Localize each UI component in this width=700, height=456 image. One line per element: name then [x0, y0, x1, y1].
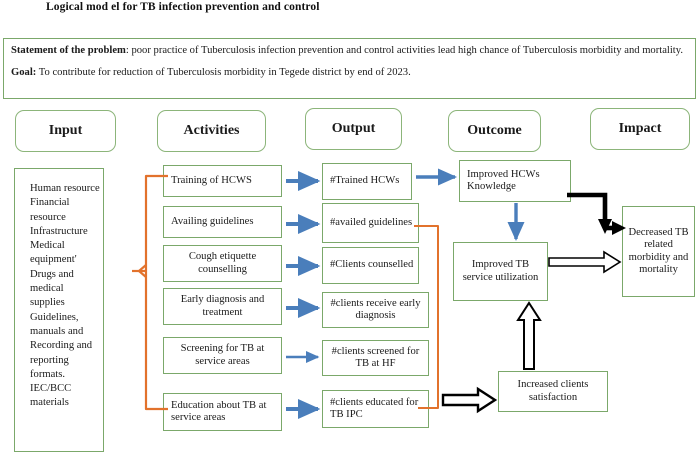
header-activities: Activities	[157, 110, 266, 152]
hollow-arrow-satisfaction-to-utilization	[516, 301, 542, 370]
statement-label: Statement of the problem	[11, 45, 126, 56]
impact-box-decreased-morbidity: Decreased TB related morbidity and morta…	[622, 206, 695, 297]
output-box-educated-ipc: #clients educated for TB IPC	[322, 390, 429, 428]
output-box-screened: #clients screened for TB at HF	[322, 340, 429, 376]
activity-box-screening: Screening for TB at service areas	[163, 337, 282, 374]
activity-box-early-dx: Early diagnosis and treatment	[163, 288, 282, 325]
header-output: Output	[305, 108, 402, 150]
input-resources-text: Human resource Financial resource Infras…	[30, 183, 100, 409]
elbow-arrowhead	[598, 219, 612, 234]
activity-box-guidelines: Availing guidelines	[163, 206, 282, 238]
elbow-arrow-knowledge-to-impact	[567, 192, 608, 223]
outcome-box-tb-service: Improved TB service utilization	[453, 242, 548, 301]
blue-arrows-activities-to-outputs	[286, 171, 321, 318]
output-box-clients-counselled: #Clients counselled	[322, 247, 419, 284]
goal-line: Goal: To contribute for reduction of Tub…	[11, 67, 688, 80]
activity-box-cough: Cough etiquette counselling	[163, 245, 282, 282]
outcome-box-client-satisfaction: Increased clients satisfaction	[498, 371, 608, 412]
activity-box-education: Education about TB at service areas	[163, 393, 282, 431]
header-outcome: Outcome	[448, 110, 541, 152]
statement-of-problem: Statement of the problem: poor practice …	[11, 45, 688, 58]
problem-statement-box: Statement of the problem: poor practice …	[3, 38, 696, 99]
input-resources-box: Human resource Financial resource Infras…	[14, 168, 104, 452]
header-input: Input	[15, 110, 116, 152]
goal-text: To contribute for reduction of Tuberculo…	[36, 66, 411, 78]
output-box-early-diagnosis: #clients receive early diagnosis	[322, 292, 429, 328]
statement-text: : poor practice of Tuberculosis infectio…	[125, 45, 683, 56]
output-box-trained-hcws: #Trained HCWs	[322, 163, 412, 200]
page-title: Logical mod el for TB infection preventi…	[46, 1, 320, 13]
header-impact: Impact	[590, 108, 690, 150]
hollow-arrow-to-satisfaction	[441, 386, 498, 414]
goal-label: Goal:	[11, 66, 37, 78]
hollow-arrow-utilization-to-impact	[548, 250, 622, 274]
outcome-box-hcw-knowledge: Improved HCWs Knowledge	[459, 160, 571, 202]
activity-box-training: Training of HCWS	[163, 165, 282, 197]
output-box-availed-guides: #availed guidelines	[322, 203, 419, 243]
